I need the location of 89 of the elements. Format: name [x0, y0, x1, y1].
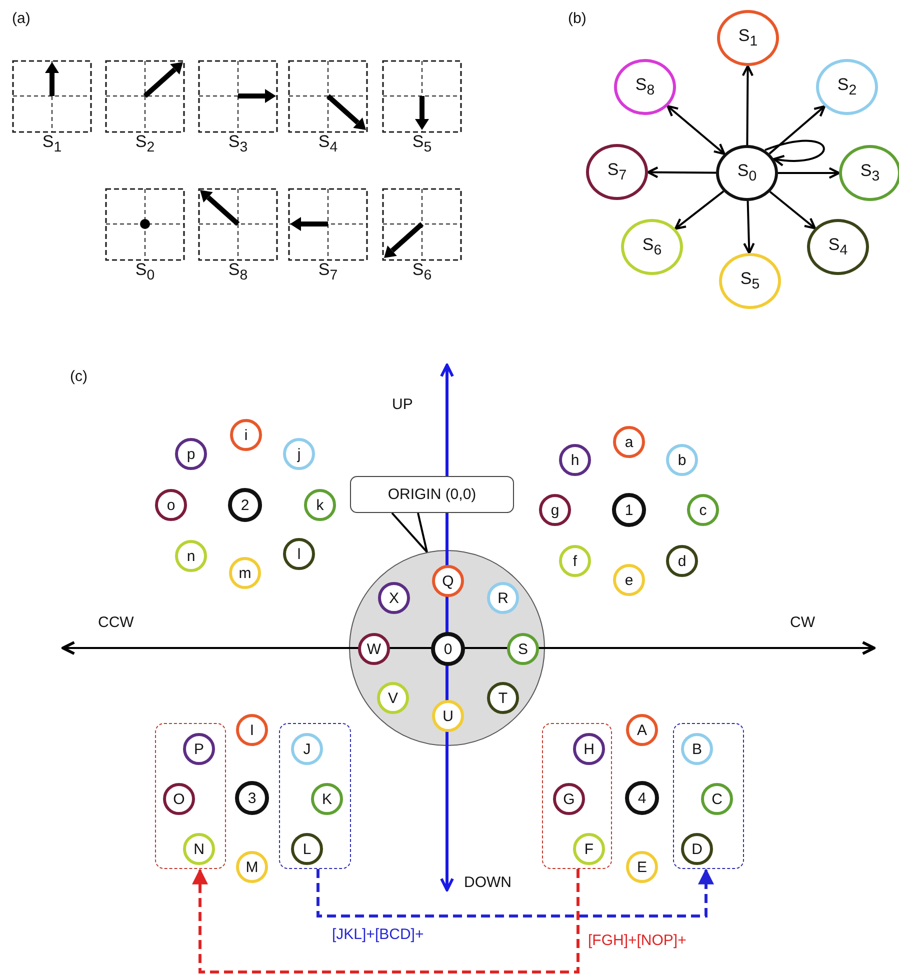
letter-node: o — [155, 489, 187, 521]
state-label: S$_{8}$ — [227, 258, 249, 285]
group-frame — [155, 723, 226, 869]
arrow — [674, 190, 724, 230]
group-frame — [542, 723, 612, 869]
letter-node: g — [539, 494, 571, 526]
letter-node: L — [291, 833, 323, 865]
letter-node: Q — [432, 565, 464, 597]
letter-node: F — [573, 833, 605, 865]
axis-label: CCW — [98, 614, 134, 631]
number-node: 4 — [625, 781, 659, 815]
number-node: 1 — [612, 493, 646, 527]
state-node: S$_{7}$ — [586, 144, 648, 200]
state-node: S$_{5}$ — [719, 253, 781, 309]
letter-node: M — [236, 851, 268, 883]
state-label: S$_{7}$ — [317, 258, 339, 285]
letter-node: X — [378, 582, 410, 614]
arrow — [743, 200, 755, 254]
state-label: S$_{6}$ — [411, 258, 433, 285]
group-frame — [279, 723, 351, 869]
state-node: S$_{2}$ — [816, 59, 878, 115]
state-label: S$_{4}$ — [317, 130, 339, 157]
state-node: S$_{8}$ — [614, 59, 676, 115]
letter-node: k — [304, 489, 336, 521]
letter-node: m — [229, 557, 261, 589]
letter-node: n — [175, 540, 207, 572]
letter-node: h — [559, 444, 591, 476]
letter-node: H — [573, 733, 605, 765]
state-node: S$_{0}$ — [716, 145, 778, 201]
state-node: S$_{4}$ — [807, 219, 869, 275]
arrow — [192, 868, 580, 974]
number-node: 2 — [228, 488, 262, 522]
state-label: S$_{5}$ — [411, 130, 433, 157]
letter-node: i — [230, 419, 262, 451]
callout-bubble: ORIGIN (0,0) — [350, 476, 514, 513]
letter-node: D — [681, 833, 713, 865]
number-node: 3 — [235, 781, 269, 815]
arrow — [646, 166, 716, 178]
panel-label: (b) — [568, 10, 586, 27]
letter-node: b — [666, 444, 698, 476]
letter-node: a — [613, 426, 645, 458]
letter-node: e — [613, 564, 645, 596]
edge-label: [JKL]+[BCD]+ — [330, 926, 426, 943]
state-label: S$_{3}$ — [227, 130, 249, 157]
group-frame — [673, 723, 744, 869]
state-node: S$_{3}$ — [839, 145, 899, 201]
letter-node: J — [291, 733, 323, 765]
letter-node: E — [626, 851, 658, 883]
callout-pointer — [391, 512, 428, 554]
arrow — [778, 167, 840, 179]
arrow — [764, 140, 825, 166]
edge-label: [FGH]+[NOP]+ — [586, 932, 688, 949]
letter-node: W — [358, 633, 390, 665]
state-label: S$_{2}$ — [134, 130, 156, 157]
panel-label: (a) — [12, 10, 30, 27]
arrow — [316, 868, 714, 918]
letter-node: p — [175, 438, 207, 470]
axis-label: DOWN — [464, 874, 512, 891]
letter-node: U — [432, 700, 464, 732]
axis-label: UP — [392, 396, 413, 413]
letter-node: j — [283, 438, 315, 470]
letter-node: P — [183, 733, 215, 765]
axis-label: CW — [790, 614, 815, 631]
letter-node: I — [236, 714, 268, 746]
letter-node: c — [687, 494, 719, 526]
arrow — [769, 190, 816, 230]
letter-node: T — [487, 682, 519, 714]
letter-node: A — [626, 714, 658, 746]
letter-node: V — [377, 682, 409, 714]
letter-node: l — [283, 538, 315, 570]
letter-node: K — [311, 783, 343, 815]
letter-node: O — [163, 783, 195, 815]
panel-label: (c) — [70, 368, 88, 385]
number-node: 0 — [431, 632, 465, 666]
letter-node: f — [559, 545, 591, 577]
letter-node: C — [701, 783, 733, 815]
letter-node: N — [183, 833, 215, 865]
letter-node: d — [666, 545, 698, 577]
letter-node: S — [507, 633, 539, 665]
letter-node: B — [681, 733, 713, 765]
state-label: S$_{1}$ — [41, 130, 63, 157]
state-node: S$_{6}$ — [621, 219, 683, 275]
state-label: S$_{0}$ — [134, 258, 156, 285]
arrow — [768, 105, 826, 154]
letter-node: G — [553, 783, 585, 815]
letter-node: R — [487, 582, 519, 614]
state-node: S$_{1}$ — [717, 10, 779, 66]
arrow — [742, 64, 754, 146]
arrow — [666, 105, 726, 155]
